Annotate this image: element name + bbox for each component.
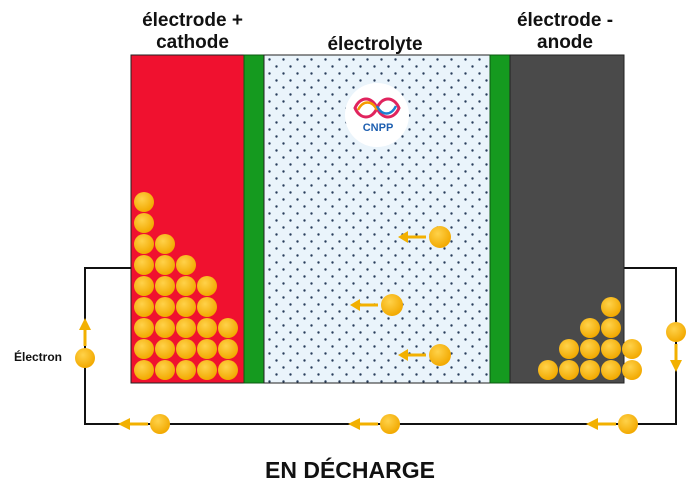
anode-label: électrode - anode [490,10,640,54]
electron-bottom-2 [348,414,400,434]
cathode-particle [155,276,175,296]
anode-particle [580,360,600,380]
anode-particle [559,339,579,359]
cathode-particle [176,297,196,317]
electron-bottom-1 [118,414,170,434]
anode-particle [538,360,558,380]
anode-particle [601,318,621,338]
cathode-particle [134,192,154,212]
cathode-particle [155,255,175,275]
anode-particle [622,339,642,359]
cathode-particle [134,255,154,275]
cathode-particle [134,276,154,296]
cathode-particle [176,339,196,359]
cathode-particle [176,360,196,380]
electrolyte-label: électrolyte [327,34,423,55]
anode-particle [559,360,579,380]
cathode-particle [155,234,175,254]
cathode-particle [197,360,217,380]
cathode-particle [134,297,154,317]
electron-left-wire [75,318,95,368]
cathode-particle [176,318,196,338]
electron-right-wire [666,322,686,372]
cathode-particle [134,318,154,338]
cathode-label: électrode + cathode [120,10,265,54]
cathode-particle [197,339,217,359]
cathode-particle [197,318,217,338]
anode-particle [622,360,642,380]
anode-particle [601,360,621,380]
logo-text: CNPP [363,122,394,134]
cnpp-logo-icon: CNPP [345,83,409,147]
ion-moving-2 [350,294,403,316]
cathode-particle [134,360,154,380]
anode-particle [601,297,621,317]
anode-particle [601,339,621,359]
cathode-particle [218,339,238,359]
cathode-particle [176,276,196,296]
cathode-particle [197,276,217,296]
anode-particle [580,318,600,338]
cathode-particle [134,234,154,254]
cathode-particle [155,339,175,359]
cathode-particle [134,213,154,233]
cathode-particle [197,297,217,317]
cathode-particle [155,360,175,380]
ion-moving-3 [398,344,451,366]
cathode-particle [155,297,175,317]
cathode-label-text: électrode + cathode [142,10,243,53]
electron-bottom-3 [586,414,638,434]
cathode-particle [134,339,154,359]
anode-label-text: électrode - anode [516,10,614,53]
separator-right [489,54,511,384]
anode-particle-stack [538,297,642,380]
electron-label: Électron [14,350,63,364]
diagram-title: EN DÉCHARGE [265,457,435,483]
cathode-particle [218,360,238,380]
anode-particle [580,339,600,359]
cathode-particle-stack [134,192,238,380]
separator-left [243,54,265,384]
cathode-particle [176,255,196,275]
cathode-particle [155,318,175,338]
cathode-particle [218,318,238,338]
ion-moving-1 [398,226,451,248]
